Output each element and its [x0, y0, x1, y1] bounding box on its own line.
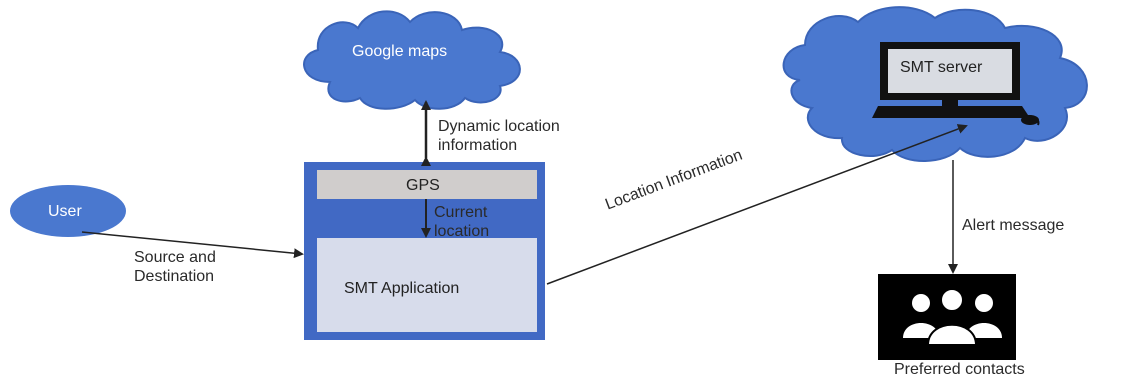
source-destination-line1: Source and: [134, 249, 216, 266]
source-destination-line2: Destination: [134, 268, 215, 285]
gps-label: GPS: [406, 177, 440, 194]
google-maps-label: Google maps: [352, 43, 448, 60]
source-destination-label: Source and Destination: [134, 248, 216, 286]
smt-application-module: [317, 238, 537, 332]
dynamic-location-line1: Dynamic location: [438, 118, 560, 135]
user-node: [10, 185, 126, 237]
user-label: User: [48, 203, 82, 220]
current-location-line1: Current: [434, 204, 488, 221]
dynamic-location-label: Dynamic location information: [438, 117, 560, 155]
current-location-label: Current location: [434, 203, 489, 241]
gps-module: [317, 170, 537, 199]
google-maps-cloud: [303, 10, 521, 110]
current-location-line2: location: [434, 223, 490, 240]
preferred-contacts-icon: [878, 274, 1016, 360]
preferred-contacts-label: Preferred contacts: [894, 361, 1025, 378]
smt-device: [304, 162, 545, 340]
smt-server-label: SMT server: [900, 59, 983, 76]
edge-source-destination: [81, 231, 304, 259]
computer-icon: [872, 42, 1040, 126]
dynamic-location-line2: information: [438, 137, 518, 154]
edge-location-information: [546, 124, 968, 285]
alert-message-label: Alert message: [962, 217, 1065, 234]
smt-application-label: SMT Application: [344, 280, 460, 297]
